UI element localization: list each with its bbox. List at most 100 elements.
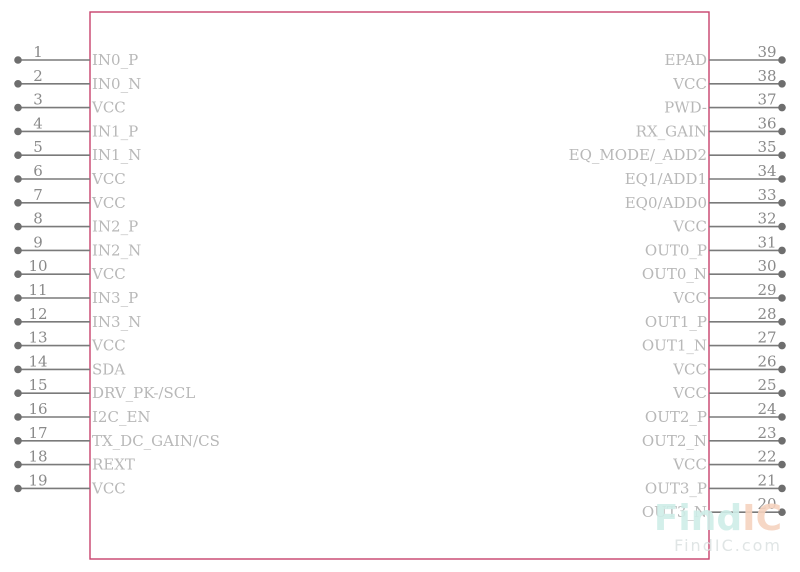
pin-end-dot (14, 80, 22, 88)
pin-name: OUT2_P (645, 408, 707, 426)
pin-end-dot (14, 127, 22, 136)
pin-38: 38 VCC (672, 67, 786, 93)
pin-name: VCC (91, 99, 126, 117)
pin-end-dot (14, 222, 22, 231)
pin-end-dot (778, 80, 786, 88)
pin-end-dot (778, 437, 786, 445)
pin-3: 3 VCC (14, 91, 126, 117)
pin-number: 4 (33, 114, 43, 132)
pin-end-dot (778, 222, 786, 231)
pin-name: VCC (672, 75, 707, 93)
pin-name: VCC (672, 456, 707, 474)
pin-32: 32 VCC (672, 210, 786, 236)
pin-name: IN3_N (92, 313, 141, 331)
pin-number: 29 (757, 281, 776, 299)
pin-26: 26 VCC (672, 352, 786, 378)
pin-end-dot (778, 294, 786, 302)
pin-end-dot (778, 508, 786, 516)
pin-name: IN2_P (92, 218, 138, 236)
pin-number: 15 (28, 376, 47, 394)
pin-name: VCC (91, 170, 126, 188)
pin-name: VCC (91, 265, 126, 283)
pin-name: OUT3_N (642, 503, 707, 521)
pin-number: 1 (33, 43, 43, 61)
pin-name: VCC (672, 218, 707, 236)
pin-number: 30 (757, 257, 776, 275)
pin-name: SDA (92, 360, 125, 378)
pin-number: 20 (757, 495, 776, 513)
pin-number: 34 (757, 162, 776, 180)
pin-end-dot (14, 151, 22, 159)
pin-12: 12 IN3_N (14, 305, 141, 331)
pin-end-dot (778, 127, 786, 136)
pin-number: 38 (757, 67, 776, 85)
pin-end-dot (14, 341, 22, 350)
pin-name: REXT (92, 456, 135, 474)
pin-end-dot (14, 437, 22, 445)
pin-number: 16 (28, 400, 47, 418)
pin-end-dot (778, 484, 786, 493)
pin-end-dot (778, 175, 786, 183)
pin-name: IN1_P (92, 122, 138, 140)
pin-name: OUT3_P (645, 479, 707, 497)
pin-end-dot (778, 270, 786, 279)
pin-name: OUT0_P (645, 241, 707, 259)
pin-number: 26 (757, 352, 776, 370)
pin-number: 7 (33, 186, 43, 204)
pin-end-dot (14, 484, 22, 493)
pin-number: 17 (28, 424, 47, 442)
pin-name: VCC (672, 360, 707, 378)
pin-number: 11 (28, 281, 47, 299)
pin-number: 27 (757, 329, 776, 347)
pin-end-dot (14, 318, 22, 326)
pin-name: TX_DC_GAIN/CS (92, 432, 220, 450)
pin-number: 32 (757, 210, 776, 228)
pin-number: 3 (33, 91, 43, 109)
pin-30: 30 OUT0_N (642, 257, 786, 283)
pin-number: 33 (757, 186, 776, 204)
pin-number: 18 (28, 448, 47, 466)
pin-name: DRV_PK-/SCL (92, 384, 195, 402)
pin-name: VCC (672, 384, 707, 402)
pin-end-dot (14, 413, 22, 421)
pin-end-dot (778, 413, 786, 421)
pin-end-dot (778, 56, 786, 64)
pin-4: 4 IN1_P (14, 114, 138, 140)
pin-name: RX_GAIN (636, 122, 707, 140)
pin-name: VCC (91, 479, 126, 497)
pin-number: 31 (757, 233, 776, 251)
pin-end-dot (778, 151, 786, 159)
pin-27: 27 OUT1_N (642, 329, 786, 355)
pin-number: 13 (28, 329, 47, 347)
pin-name: OUT0_N (642, 265, 707, 283)
pin-name: IN2_N (92, 241, 141, 259)
pin-name: PWD- (664, 99, 707, 117)
pin-name: IN0_P (92, 51, 138, 69)
pin-18: 18 REXT (14, 448, 135, 474)
pin-number: 19 (28, 471, 47, 489)
pin-end-dot (14, 365, 22, 374)
pin-name: OUT1_N (642, 337, 707, 355)
ic-body-outline (89, 11, 710, 560)
pin-end-dot (14, 175, 22, 183)
pin-end-dot (14, 56, 22, 64)
pin-15: 15 DRV_PK-/SCL (14, 376, 195, 402)
pin-number: 5 (33, 138, 43, 156)
pin-31: 31 OUT0_P (645, 233, 786, 259)
pin-number: 12 (28, 305, 47, 323)
pin-number: 24 (757, 400, 776, 418)
pin-name: EQ1/ADD1 (625, 170, 707, 188)
